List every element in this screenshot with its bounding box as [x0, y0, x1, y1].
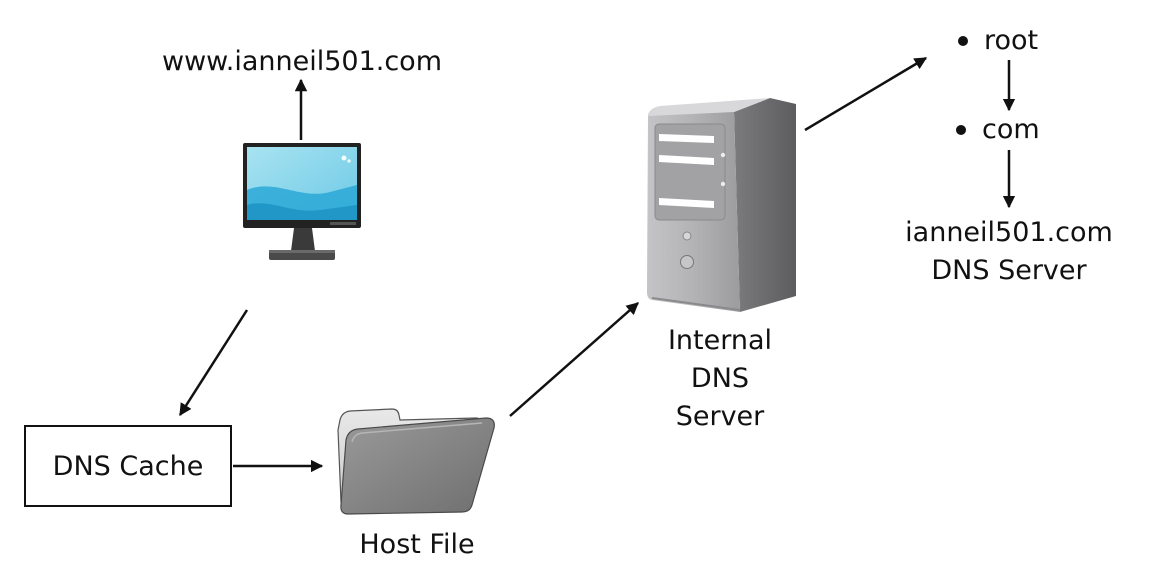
target-dns-server-label: ianneil501.com DNS Server — [884, 214, 1134, 290]
arrow-internal-dns-to-root — [804, 56, 928, 132]
folder-icon — [337, 408, 495, 515]
com-label: com — [982, 114, 1040, 145]
dns-cache-box: DNS Cache — [24, 425, 232, 507]
arrow-computer-to-dns-cache — [178, 309, 249, 417]
root-label: root — [984, 25, 1039, 56]
root-item: root — [958, 23, 1038, 59]
internal-dns-server-label: Internal DNS Server — [640, 322, 800, 436]
internal-dns-label-line3: Server — [675, 401, 765, 432]
target-dns-label-line1: ianneil501.com — [905, 217, 1113, 248]
internal-dns-label-line1: Internal — [667, 325, 773, 356]
com-item: com — [956, 112, 1040, 148]
desktop-monitor-icon — [243, 143, 361, 260]
server-tower-icon — [647, 98, 796, 312]
website-label: www.ianneil501.com — [161, 46, 443, 77]
host-file-label: Host File — [359, 529, 475, 560]
bullet-dot — [958, 36, 968, 46]
target-dns-label-line2: DNS Server — [931, 255, 1087, 286]
dns-cache-label: DNS Cache — [52, 450, 204, 482]
internal-dns-label-line2: DNS — [690, 363, 750, 394]
bullet-dot — [956, 125, 966, 135]
arrow-host-file-to-internal-dns — [509, 302, 639, 417]
